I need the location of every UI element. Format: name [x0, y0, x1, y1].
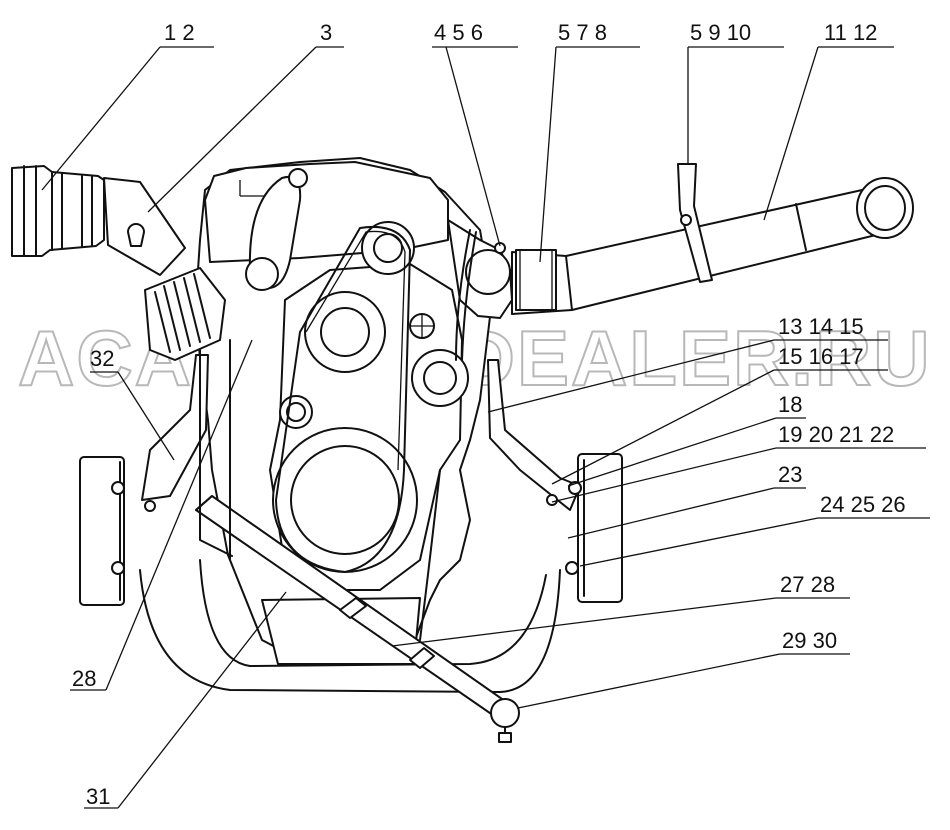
- air-intake-pipe: [11, 165, 105, 257]
- left-mount: [79, 354, 209, 606]
- callout-5-9-10: 5 9 10: [690, 20, 751, 45]
- left-fan-guard: [144, 267, 226, 361]
- callout-23: 23: [778, 462, 802, 487]
- diagonal-pipe: [195, 495, 520, 743]
- callout-31: 31: [86, 784, 110, 809]
- callout-18: 18: [778, 392, 802, 417]
- drive-belt: [275, 226, 411, 573]
- callout-3: 3: [320, 20, 332, 45]
- callout-15-16-17: 15 16 17: [778, 344, 864, 369]
- exhaust-pipe: [511, 163, 914, 315]
- engine-drawing: [11, 157, 914, 743]
- right-mount: [487, 359, 623, 603]
- callout-32: 32: [90, 346, 114, 371]
- lower-frame: [139, 569, 561, 693]
- leader-lines: [41, 46, 930, 809]
- callout-24-25-26: 24 25 26: [820, 492, 906, 517]
- callout-1-2: 1 2: [164, 20, 195, 45]
- pulleys: [272, 221, 469, 573]
- callout-11-12: 11 12: [824, 20, 877, 45]
- callout-19-20-21-22: 19 20 21 22: [778, 422, 894, 447]
- callout-labels: 1 2 3 4 5 6 5 7 8 5 9 10 11 12 13 14 15 …: [72, 20, 906, 809]
- callout-29-30: 29 30: [782, 628, 837, 653]
- callout-27-28: 27 28: [780, 572, 835, 597]
- callout-5-7-8: 5 7 8: [558, 20, 607, 45]
- callout-28-left: 28: [72, 666, 96, 691]
- callout-4-5-6: 4 5 6: [434, 20, 483, 45]
- intake-bracket: [103, 177, 186, 276]
- callout-13-14-15: 13 14 15: [778, 314, 864, 339]
